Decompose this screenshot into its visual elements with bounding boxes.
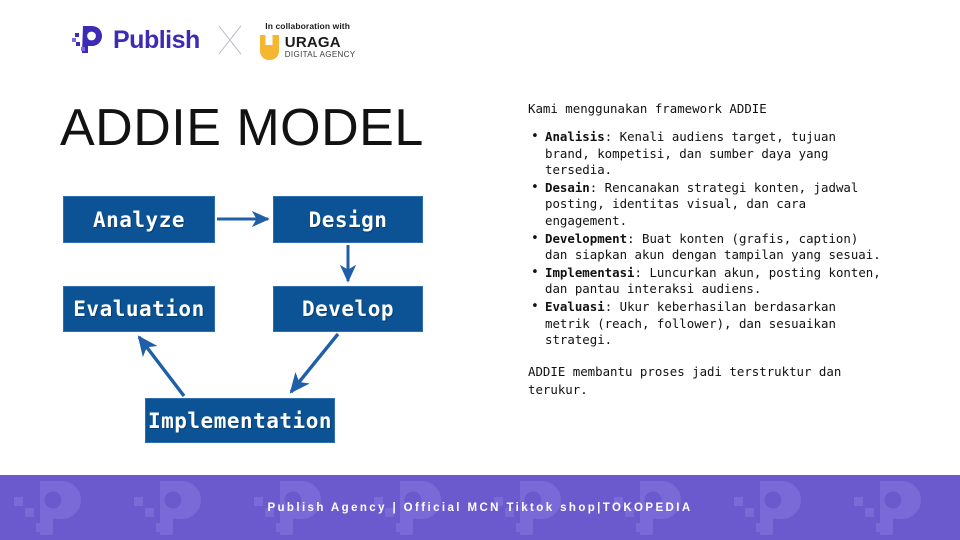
intro-text: Kami menggunakan framework ADDIE	[528, 101, 767, 116]
diagram-node-implementation[interactable]: Implementation	[145, 398, 335, 443]
bullet-text: : Ukur keberhasilan berdasarkan metrik (…	[545, 299, 836, 348]
bullet-text: : Rencanakan strategi konten, jadwal pos…	[545, 179, 859, 229]
list-item: Desain: Rencanakan strategi konten, jadw…	[528, 179, 888, 230]
bullet-term: Implementasi	[545, 264, 635, 280]
uraga-tagline: DIGITAL AGENCY	[284, 49, 356, 59]
addie-diagram: Analyze Design Evaluation Develop Implem…	[63, 196, 423, 443]
footer-bar: Publish Agency | Official MCN Tiktok sho…	[0, 475, 960, 540]
bullet-text: : Buat konten (grafis, caption) dan siap…	[545, 230, 881, 263]
outro-text: ADDIE membantu proses jadi terstruktur d…	[528, 363, 842, 397]
bullet-text: : Kenali audiens target, tujuan brand, k…	[545, 128, 836, 178]
diagram-node-evaluation[interactable]: Evaluation	[63, 286, 215, 332]
arrow-develop-to-implementation	[289, 332, 340, 394]
addie-bullet-list: Analisis: Kenali audiens target, tujuan …	[528, 128, 888, 349]
bullet-text: : Luncurkan akun, posting konten, dan pa…	[545, 264, 881, 297]
uraga-name: URAGA	[284, 33, 341, 51]
publish-logo: Publish	[70, 22, 200, 58]
diagram-node-design[interactable]: Design	[273, 196, 423, 243]
list-item: Implementasi: Luncurkan akun, posting ko…	[528, 264, 888, 298]
uraga-shield-icon	[259, 34, 279, 60]
bullet-term: Desain	[545, 179, 590, 195]
list-item: Analisis: Kenali audiens target, tujuan …	[528, 128, 888, 179]
description-panel: Kami menggunakan framework ADDIE Analisi…	[528, 100, 888, 399]
list-item: Evaluasi: Ukur keberhasilan berdasarkan …	[528, 298, 888, 349]
list-item: Development: Buat konten (grafis, captio…	[528, 230, 888, 264]
publish-wordmark: Publish	[113, 25, 200, 54]
arrow-implementation-to-evaluation	[137, 335, 186, 398]
bullet-term: Development	[545, 230, 628, 246]
footer-text: Publish Agency | Official MCN Tiktok sho…	[267, 501, 693, 514]
bullet-term: Evaluasi	[545, 299, 605, 315]
brand-header: Publish In collaboration with URAGA DIGI…	[70, 14, 356, 66]
diagram-node-analyze[interactable]: Analyze	[63, 196, 215, 243]
diagram-arrows	[137, 210, 357, 398]
page-title: ADDIE MODEL	[60, 99, 424, 157]
collaboration-block: In collaboration with URAGA DIGITAL AGEN…	[259, 20, 356, 60]
publish-p-logo-icon	[70, 22, 106, 58]
bullet-term: Analisis	[545, 128, 605, 144]
footer-p-pattern-icon	[0, 475, 960, 540]
collaboration-label: In collaboration with	[265, 20, 351, 31]
diagram-node-develop[interactable]: Develop	[273, 286, 423, 332]
